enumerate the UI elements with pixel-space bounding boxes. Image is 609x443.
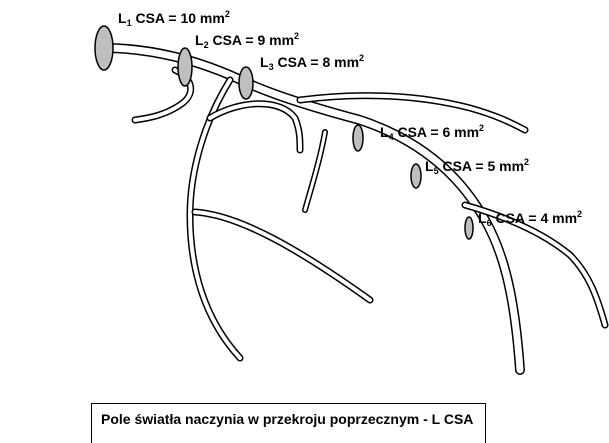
label-l1: L1 CSA = 10 mm2: [118, 11, 230, 25]
cross-section-l3: [239, 67, 253, 99]
cross-section-l5: [411, 164, 421, 188]
diagonal-lower-branch: [195, 212, 370, 300]
label-l5: L5 CSA = 5 mm2: [425, 159, 529, 173]
label-l4: L4 CSA = 6 mm2: [380, 125, 484, 139]
cross-section-l6: [465, 217, 473, 239]
cross-section-l2: [178, 48, 192, 86]
label-l3: L3 CSA = 8 mm2: [260, 55, 364, 69]
label-l2: L2 CSA = 9 mm2: [195, 33, 299, 47]
cross-section-l1: [95, 26, 113, 70]
label-l6: L6 CSA = 4 mm2: [478, 211, 582, 225]
cross-section-l4: [353, 125, 363, 151]
caption-text: Pole światła naczynia w przekroju poprze…: [101, 411, 473, 427]
